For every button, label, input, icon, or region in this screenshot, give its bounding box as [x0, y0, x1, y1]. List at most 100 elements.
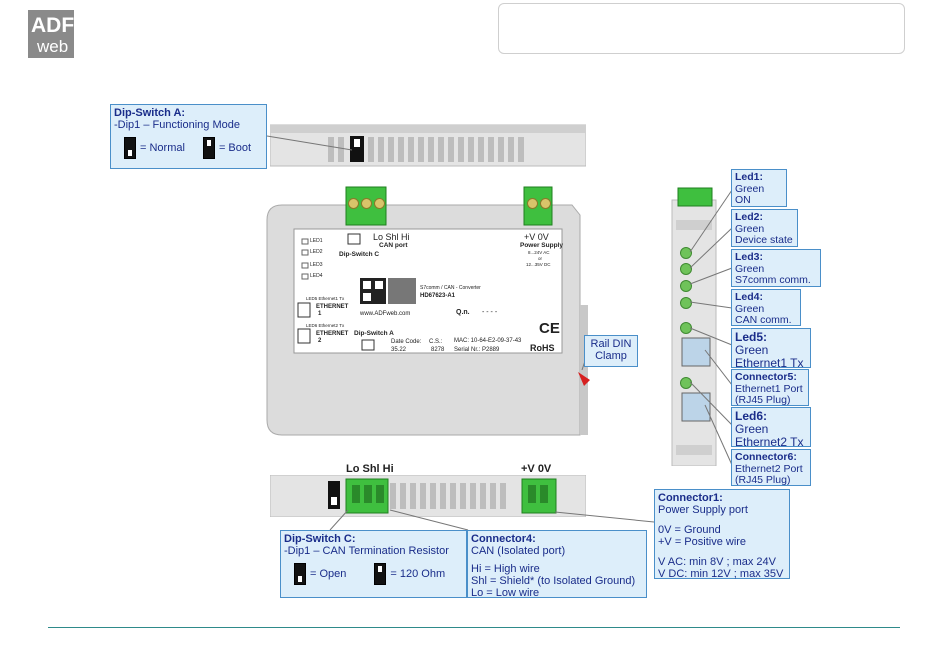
- conn6-l2: (RJ45 Plug): [735, 474, 791, 486]
- device-dipa-label: Dip-Switch A: [354, 330, 394, 337]
- header-box: [498, 3, 905, 54]
- led6-callout: Led6: Green Ethernet2 Tx: [731, 407, 811, 449]
- led3-dot: [680, 280, 692, 292]
- device-dipc-label: Dip-Switch C: [339, 251, 380, 258]
- led3-callout: Led3: Green S7comm comm.: [731, 249, 821, 287]
- conn1-title: Connector1:: [658, 492, 723, 504]
- dip-switch-a-callout: Dip-Switch A: -Dip1 – Functioning Mode =…: [110, 104, 267, 169]
- device-rohs: RoHS: [530, 343, 555, 353]
- led1-callout: Led1: Green ON: [731, 169, 787, 207]
- dip-c-open: = Open: [310, 568, 347, 580]
- pwr-screw-2: [540, 198, 551, 209]
- device-date-val: 35.22: [391, 347, 407, 353]
- led3-title: Led3:: [735, 251, 764, 263]
- led4-dot: [680, 297, 692, 309]
- dip-a-boot: = Boot: [218, 142, 252, 154]
- device-eth2: ETHERNET: [316, 331, 349, 337]
- led2-l1: Green: [735, 222, 765, 235]
- can-screw-2: [361, 198, 372, 209]
- device-led2: LED2: [310, 249, 323, 255]
- device-eth1-num: 1: [318, 311, 322, 317]
- led6-l1: Green: [735, 422, 769, 436]
- dip-c-ohm: = 120 Ohm: [390, 568, 446, 580]
- device-pwr-pins: +V 0V: [524, 232, 549, 242]
- conn1-l2: +V = Positive wire: [658, 536, 747, 548]
- device-can-port: CAN port: [379, 242, 408, 249]
- svg-text:web: web: [36, 37, 68, 56]
- led4-callout: Led4: Green CAN comm.: [731, 289, 801, 326]
- dip-normal-icon: [124, 137, 136, 159]
- led5-title: Led5:: [735, 330, 768, 344]
- conn1-sub: Power Supply port: [658, 504, 748, 516]
- dip-a-legend: = Normal = Boot: [124, 137, 263, 159]
- device-led1: LED1: [310, 238, 323, 244]
- device-qn: Q.n.: [456, 309, 470, 316]
- svg-text:ADF: ADF: [31, 14, 74, 37]
- device-pwr-title: Power Supply: [520, 242, 563, 249]
- conn5-l1: Ethernet1 Port: [735, 382, 803, 395]
- connector5-callout: Connector5: Ethernet1 Port (RJ45 Plug): [731, 369, 809, 406]
- device-pwr-dc: 12...35V DC: [526, 262, 551, 267]
- conn6-title: Connector6:: [735, 451, 797, 463]
- dip-a-normal: = Normal: [140, 142, 185, 154]
- led4-l1: Green: [735, 302, 765, 315]
- device-side-view: [670, 186, 718, 467]
- led4-l2: CAN comm.: [735, 314, 792, 326]
- led3-l2: S7comm comm.: [735, 274, 811, 286]
- led2-l2: Device state: [735, 234, 793, 246]
- dip-c-legend: = Open = 120 Ohm: [294, 563, 463, 585]
- led1-title: Led1:: [735, 171, 764, 183]
- can-screw-1: [348, 198, 359, 209]
- device-site: www.ADFweb.com: [360, 311, 411, 317]
- device-ce-mark: CE: [539, 320, 560, 337]
- connector1-callout: Connector1: Power Supply port 0V = Groun…: [654, 489, 790, 580]
- device-serial: Serial Nr.: P2889: [454, 347, 500, 353]
- conn5-title: Connector5:: [735, 371, 797, 383]
- device-pwr-or: or: [538, 256, 543, 261]
- conn4-l1: Hi = High wire: [471, 563, 540, 575]
- led2-title: Led2:: [735, 211, 764, 223]
- bottom-pwr-pins: +V 0V: [521, 463, 552, 475]
- footer-divider: [48, 627, 900, 628]
- conn4-l3: Lo = Low wire: [471, 587, 540, 599]
- led6-title: Led6:: [735, 409, 768, 423]
- conn4-title: Connector4:: [471, 533, 536, 545]
- conn1-l1: 0V = Ground: [658, 524, 721, 536]
- dip-open-icon: [294, 563, 306, 585]
- device-code: HD67623-A1: [420, 293, 456, 299]
- led5-callout: Led5: Green Ethernet1 Tx: [731, 328, 811, 370]
- led5-l1: Green: [735, 343, 769, 357]
- adfweb-logo: ADF web: [28, 10, 74, 58]
- device-bottom-view: [269, 474, 587, 518]
- device-led5: LED5 Ethernet1 Tx: [306, 296, 345, 301]
- conn1-l3: V AC: min 8V ; max 24V: [658, 556, 776, 568]
- device-cs: C.S.:: [429, 339, 443, 345]
- bottom-can-pins: Lo Shl Hi: [346, 463, 394, 475]
- rail-l1: Rail DIN: [590, 338, 632, 350]
- pwr-screw-1: [527, 198, 538, 209]
- dip-c-desc: -Dip1 – CAN Termination Resistor: [284, 545, 449, 557]
- dip-c-title: Dip-Switch C:: [284, 533, 356, 545]
- led2-dot: [680, 263, 692, 275]
- led6-dot: [680, 377, 692, 389]
- device-pwr-ac: 8...24V AC: [528, 250, 550, 255]
- device-mac: MAC: 10-64-E2-09-37-43: [454, 338, 522, 344]
- led1-dot: [680, 247, 692, 259]
- led2-callout: Led2: Green Device state: [731, 209, 798, 247]
- dip-ohm-icon: [374, 563, 387, 585]
- conn5-l2: (RJ45 Plug): [735, 394, 791, 406]
- device-date-code: Date Code:: [391, 339, 422, 345]
- device-eth1: ETHERNET: [316, 304, 349, 310]
- conn6-l1: Ethernet2 Port: [735, 462, 803, 475]
- device-qn-val: - - - -: [482, 309, 498, 316]
- conn4-sub: CAN (Isolated port): [471, 545, 566, 557]
- conn1-gap: [658, 516, 786, 524]
- led5-l2: Ethernet1 Tx: [735, 356, 804, 370]
- led6-l2: Ethernet2 Tx: [735, 435, 804, 449]
- led4-title: Led4:: [735, 291, 764, 303]
- connector6-callout: Connector6: Ethernet2 Port (RJ45 Plug): [731, 449, 811, 486]
- rail-l2: Clamp: [595, 350, 627, 362]
- conn1-l4: V DC: min 12V ; max 35V: [658, 568, 784, 580]
- device-led3: LED3: [310, 262, 323, 268]
- conn4-l2: Shl = Shield* (to Isolated Ground): [471, 575, 636, 587]
